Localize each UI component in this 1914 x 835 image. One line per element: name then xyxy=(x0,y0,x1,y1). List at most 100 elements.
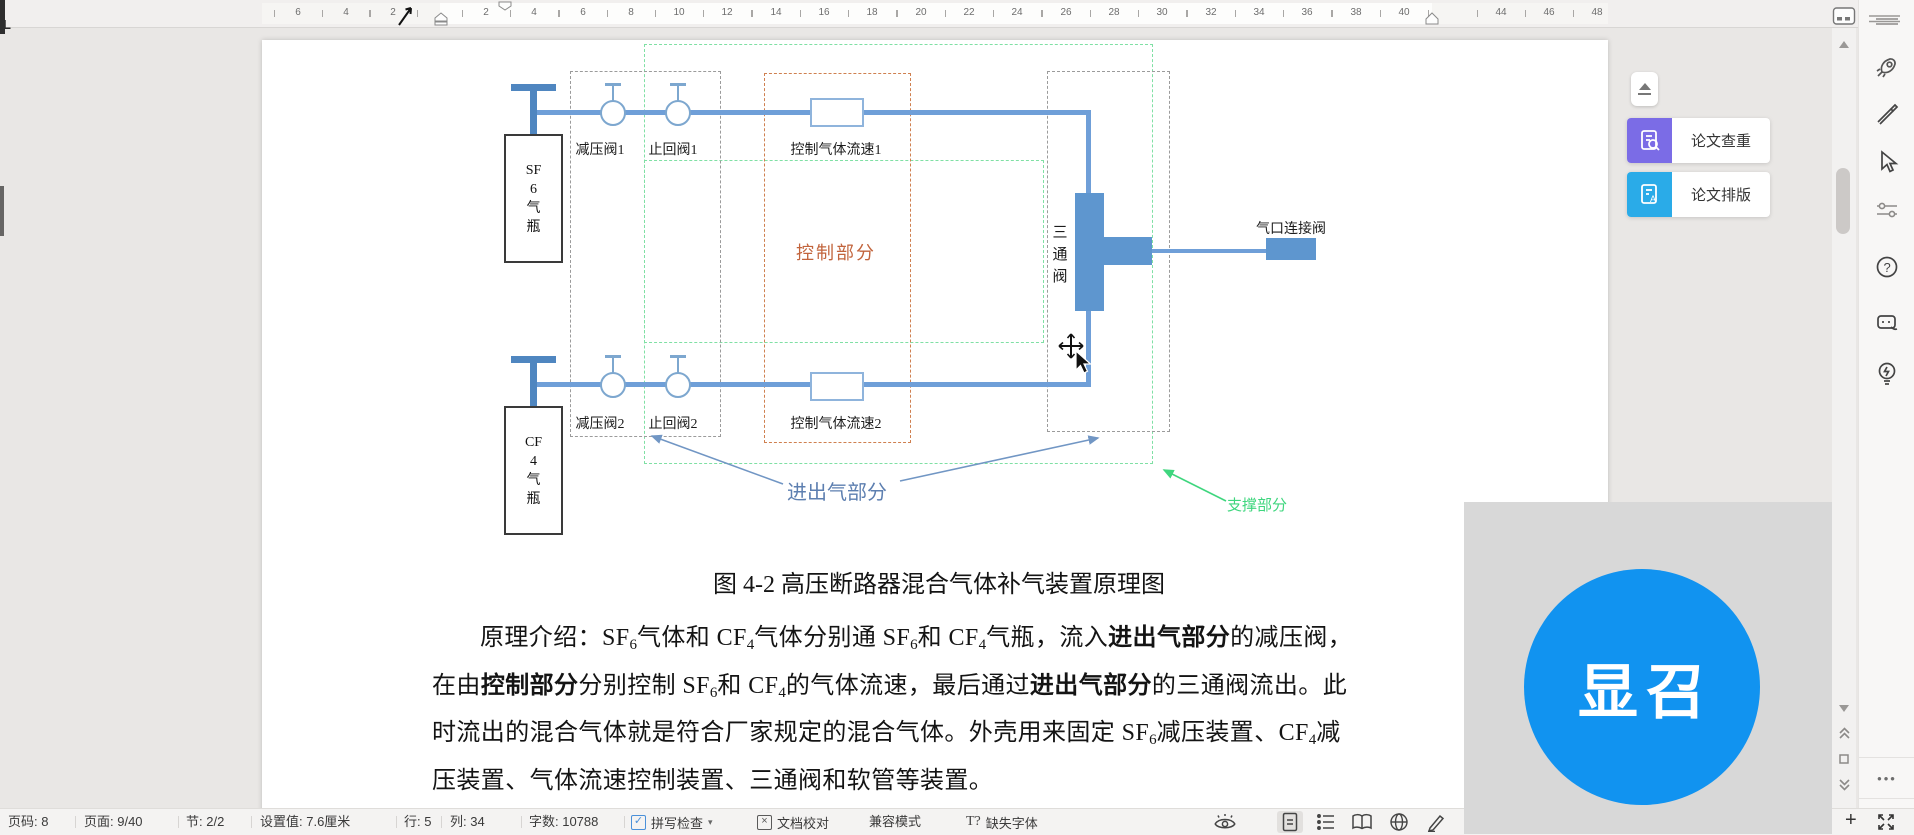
tab-stop-selector[interactable]: L xyxy=(3,17,11,32)
ruler-tick xyxy=(751,10,752,17)
zoom-in-button[interactable]: + xyxy=(1845,809,1857,831)
drag-handle-icon[interactable] xyxy=(1873,8,1901,36)
checkbox-checked-icon: ✓ xyxy=(631,814,646,830)
touch-mode-icon[interactable] xyxy=(1832,6,1856,26)
ruler-tick xyxy=(1332,10,1333,17)
ruler-text-area-strip xyxy=(440,3,1432,24)
ruler-number: 20 xyxy=(915,7,927,18)
cylinder-label-line: 气 xyxy=(526,200,541,216)
ruler-tick xyxy=(558,10,559,17)
help-icon[interactable]: ? xyxy=(1873,253,1901,281)
chevron-down-icon: ▾ xyxy=(708,816,713,827)
paper-typeset-button[interactable]: A 论文排版 xyxy=(1627,172,1770,217)
document-page[interactable] xyxy=(262,40,1608,834)
ruler-tick xyxy=(896,10,897,17)
ruler-number: 36 xyxy=(1301,7,1313,18)
paragraph-line: 时流出的混合气体就是符合厂家规定的混合气体。外壳用来固定 SF6减压装置、CF4… xyxy=(432,720,1341,748)
more-options-button[interactable]: ••• xyxy=(1859,757,1914,799)
rocket-icon[interactable] xyxy=(1873,53,1901,81)
right-indent-marker[interactable] xyxy=(1424,12,1440,26)
ruler-number: 26 xyxy=(1060,7,1072,18)
ruler-tick xyxy=(369,10,370,17)
menu-lines-icon[interactable] xyxy=(1868,14,1901,24)
fullscreen-icon[interactable] xyxy=(1873,811,1899,833)
proofread-toggle[interactable]: × 文档校对 xyxy=(757,809,829,835)
screen-artifact xyxy=(0,0,5,34)
ruler-tick xyxy=(945,10,946,17)
ruler-tick xyxy=(559,10,560,17)
vertical-scrollbar[interactable] xyxy=(1832,28,1856,808)
ruler-number: 18 xyxy=(866,7,878,18)
cylinder-label-line: CF xyxy=(524,434,543,450)
paragraph-line: 原理介绍：SF6气体和 CF4气体分别通 SF6和 CF4气瓶，流入进出气部分的… xyxy=(480,625,1353,653)
ruler-number: 48 xyxy=(1591,7,1603,18)
ruler-tick xyxy=(1042,10,1043,17)
body-paragraph[interactable]: 原理介绍：SF6气体和 CF4气体分别通 SF6和 CF4气瓶，流入进出气部分的… xyxy=(432,615,1462,805)
status-item[interactable]: 节: 2/2 xyxy=(186,814,225,829)
ruler-number: 30 xyxy=(1156,7,1168,18)
ruler-tick xyxy=(1187,10,1188,17)
ruler-number: 12 xyxy=(721,7,733,18)
ruler-number: 4 xyxy=(343,7,349,18)
outline-view-icon[interactable] xyxy=(1313,811,1339,833)
missing-font-button[interactable]: T? 缺失字体 xyxy=(966,809,1038,835)
figure-caption: 图 4-2 高压断路器混合气体补气装置原理图 xyxy=(713,572,1165,598)
prev-page-icon[interactable] xyxy=(1836,725,1852,741)
web-view-icon[interactable] xyxy=(1386,811,1412,833)
status-item[interactable]: 页码: 8 xyxy=(8,814,49,829)
browse-object-icon[interactable] xyxy=(1836,751,1852,767)
ruler-number: 46 xyxy=(1543,7,1555,18)
watermark-panel: 显召 xyxy=(1464,502,1832,834)
ruler-number: 34 xyxy=(1253,7,1265,18)
panel-collapse-button[interactable] xyxy=(1631,72,1658,106)
brush-icon[interactable] xyxy=(1873,99,1901,127)
status-item[interactable]: 列: 34 xyxy=(450,814,485,829)
doc-search-icon xyxy=(1627,118,1672,163)
ruler-tick xyxy=(1331,10,1332,17)
ruler-number: 28 xyxy=(1108,7,1120,18)
paper-check-button[interactable]: 论文查重 xyxy=(1627,118,1770,163)
page-view-icon[interactable] xyxy=(1277,811,1303,833)
screen-artifact xyxy=(0,186,4,236)
ruler-number: 2 xyxy=(483,7,489,18)
watermark-circle: 显召 xyxy=(1524,569,1760,805)
ruler-tick xyxy=(274,10,275,17)
next-page-icon[interactable] xyxy=(1836,777,1852,793)
ruler-number: 10 xyxy=(673,7,685,18)
status-item[interactable]: 页面: 9/40 xyxy=(84,814,143,829)
ruler-number: 16 xyxy=(818,7,830,18)
status-item[interactable]: 字数: 10788 xyxy=(529,814,599,829)
proofread-label: 文档校对 xyxy=(777,815,830,831)
ruler-tick xyxy=(1235,10,1236,17)
sliders-icon[interactable] xyxy=(1873,196,1901,224)
left-indent-marker[interactable] xyxy=(432,12,450,26)
service-icon[interactable] xyxy=(1873,308,1901,336)
scroll-up-icon[interactable] xyxy=(1836,36,1852,52)
scroll-down-icon[interactable] xyxy=(1836,700,1852,716)
status-item[interactable]: 设置值: 7.6厘米 xyxy=(260,814,351,829)
ruler-number: 6 xyxy=(580,7,586,18)
ruler-tick xyxy=(1138,10,1139,17)
cursor-icon[interactable] xyxy=(1873,148,1901,176)
ruler-number: 2 xyxy=(390,7,396,18)
scrollbar-thumb[interactable] xyxy=(1836,168,1850,234)
ruler-number: 24 xyxy=(1011,7,1023,18)
paragraph-line: 在由控制部分分别控制 SF6和 CF4的气体流速，最后通过进出气部分的三通阀流出… xyxy=(432,672,1348,701)
paper-typeset-label: 论文排版 xyxy=(1690,187,1751,204)
spell-check-toggle[interactable]: ✓ 拼写检查 ▾ xyxy=(631,809,713,835)
eye-icon[interactable] xyxy=(1212,811,1238,833)
pen-icon[interactable] xyxy=(1423,811,1449,833)
ruler-number: 22 xyxy=(963,7,975,18)
compat-mode-label[interactable]: 兼容模式 xyxy=(869,814,922,829)
first-line-indent-marker[interactable] xyxy=(497,1,513,11)
ruler-tick xyxy=(1090,10,1091,17)
status-item[interactable]: 行: 5 xyxy=(404,814,432,829)
ruler-tick xyxy=(417,10,418,17)
ruler-tick xyxy=(1525,10,1526,17)
idea-icon[interactable] xyxy=(1873,359,1901,387)
book-view-icon[interactable] xyxy=(1349,811,1375,833)
